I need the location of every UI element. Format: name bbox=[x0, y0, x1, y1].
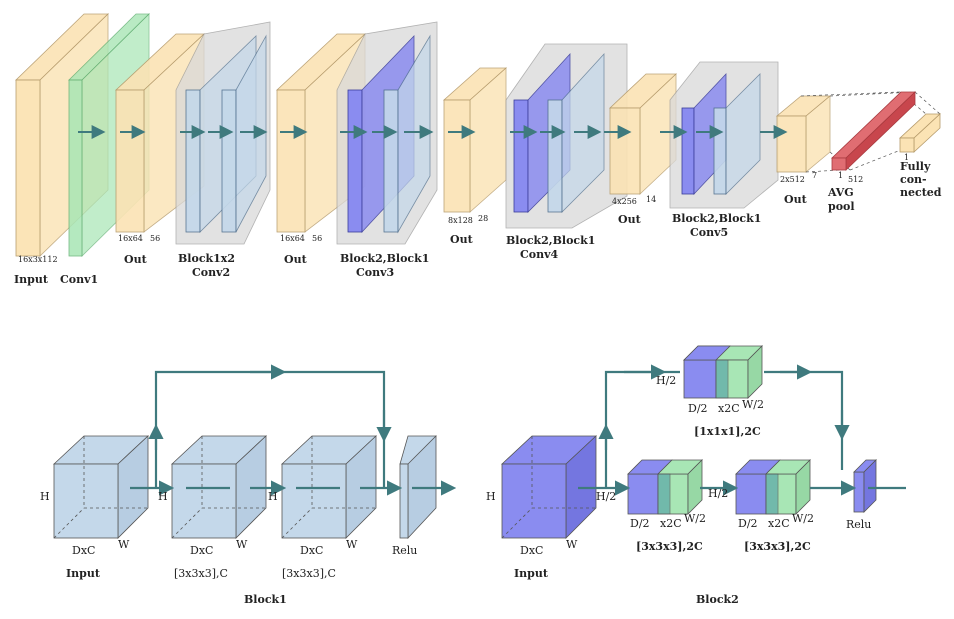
out3-label: Out bbox=[450, 233, 474, 246]
fc-label-a: Fully bbox=[900, 160, 931, 173]
block2-h2-label: H/2 bbox=[708, 487, 728, 500]
block1-h-label: H bbox=[40, 490, 50, 503]
conv2-label-b: Conv2 bbox=[192, 266, 230, 279]
out2-dim2-label: 56 bbox=[312, 234, 322, 243]
block1-diagram: H DxC W Input H DxC W [3x3x3],C H DxC W … bbox=[40, 364, 457, 606]
conv4-label-b: Conv4 bbox=[520, 248, 558, 261]
conv5-label-a: Block2,Block1 bbox=[672, 212, 761, 225]
out1-dim-label: 16x64 bbox=[118, 234, 143, 243]
out3-dim2-label: 28 bbox=[478, 214, 488, 223]
block2-x2c2-label: x2C bbox=[768, 517, 790, 530]
block2-w1-label: W/2 bbox=[684, 512, 706, 525]
block2-h1-label: H/2 bbox=[596, 490, 616, 503]
conv2-label-a: Block1x2 bbox=[178, 252, 235, 265]
block1-conv-a-label: [3x3x3],C bbox=[174, 567, 228, 580]
block2-input-cube bbox=[500, 435, 598, 539]
block2-w-label: W bbox=[566, 538, 578, 551]
conv5-block bbox=[669, 61, 779, 209]
block2-title: Block2 bbox=[696, 593, 739, 606]
block2-d1-label: D/2 bbox=[630, 517, 650, 530]
out2-dim-label: 16x64 bbox=[280, 234, 305, 243]
block1-dxc2-label: DxC bbox=[190, 544, 213, 557]
block2-top-h-label: H/2 bbox=[656, 374, 676, 387]
conv2-block bbox=[175, 21, 271, 245]
block2-diagram: H DxC W Input H/2 D/2 x2C W/2 [1x1x1],2C… bbox=[486, 345, 906, 606]
conv4-label-a: Block2,Block1 bbox=[506, 234, 595, 247]
out4-label: Out bbox=[618, 213, 642, 226]
block1-dxc3-label: DxC bbox=[300, 544, 323, 557]
avg-dim2-label: 512 bbox=[848, 175, 863, 184]
block2-relu-label: Relu bbox=[846, 518, 871, 531]
block1-relu-label: Relu bbox=[392, 544, 417, 557]
fc-box bbox=[898, 113, 942, 153]
input-label: Input bbox=[14, 273, 49, 286]
block1-h2-label: H bbox=[158, 490, 168, 503]
fc-label-b: con- bbox=[900, 173, 927, 186]
out4-box bbox=[608, 73, 678, 195]
out3-box bbox=[442, 67, 508, 213]
out4-dim2-label: 14 bbox=[646, 195, 656, 204]
conv3-label-a: Block2,Block1 bbox=[340, 252, 429, 265]
out5-label: Out bbox=[784, 193, 808, 206]
out5-dim-label: 2x512 bbox=[780, 175, 805, 184]
avg-pool-bar bbox=[831, 91, 916, 171]
block1-input-label: Input bbox=[66, 567, 101, 580]
top-pipeline: 16x3x112 Input Conv1 16x64 56 Out Block1… bbox=[14, 13, 942, 286]
block2-cube-2 bbox=[735, 459, 811, 515]
block2-top-w-label: W/2 bbox=[742, 398, 764, 411]
input-dim-label: 16x3x112 bbox=[18, 255, 58, 264]
block1-conv-b-label: [3x3x3],C bbox=[282, 567, 336, 580]
out5-dim2-label: 7 bbox=[812, 171, 817, 180]
out4-dim-label: 4x256 bbox=[612, 197, 637, 206]
avg-label-a: AVG bbox=[827, 186, 854, 199]
block2-w2-label: W/2 bbox=[792, 512, 814, 525]
block1-w-label: W bbox=[118, 538, 130, 551]
out2-label: Out bbox=[284, 253, 308, 266]
block2-cube-1 bbox=[627, 459, 703, 515]
block2-top-conv-label: [1x1x1],2C bbox=[694, 425, 761, 438]
block1-w2-label: W bbox=[236, 538, 248, 551]
conv3-label-b: Conv3 bbox=[356, 266, 394, 279]
conv4-block bbox=[505, 43, 628, 229]
avg-label-b: pool bbox=[828, 200, 855, 213]
out1-dim2-label: 56 bbox=[150, 234, 160, 243]
block2-top-x2c-label: x2C bbox=[718, 402, 740, 415]
block1-h3-label: H bbox=[268, 490, 278, 503]
block2-dxc-label: DxC bbox=[520, 544, 543, 557]
out3-dim-label: 8x128 bbox=[448, 216, 473, 225]
block1-dxc-label: DxC bbox=[72, 544, 95, 557]
out1-label: Out bbox=[124, 253, 148, 266]
block2-x2c1-label: x2C bbox=[660, 517, 682, 530]
block2-input-label: Input bbox=[514, 567, 549, 580]
avg-dim-label: 1 bbox=[838, 171, 843, 180]
block2-top-cube bbox=[683, 345, 763, 399]
block1-input-cube bbox=[52, 435, 150, 539]
block2-relu-slab bbox=[853, 459, 877, 513]
out5-box bbox=[775, 95, 832, 173]
conv1-label: Conv1 bbox=[60, 273, 98, 286]
block2-top-d-label: D/2 bbox=[688, 402, 708, 415]
block2-conv2-label: [3x3x3],2C bbox=[744, 540, 811, 553]
block2-arrows bbox=[578, 364, 906, 496]
block1-arrows bbox=[130, 364, 457, 496]
block2-h-label: H bbox=[486, 490, 496, 503]
fc-dim-label: 1 bbox=[904, 153, 909, 162]
block2-d2-label: D/2 bbox=[738, 517, 758, 530]
block2-conv1-label: [3x3x3],2C bbox=[636, 540, 703, 553]
block1-w3-label: W bbox=[346, 538, 358, 551]
block1-title: Block1 bbox=[244, 593, 287, 606]
block1-cube-2 bbox=[280, 435, 378, 539]
conv5-label-b: Conv5 bbox=[690, 226, 728, 239]
fc-label-c: nected bbox=[900, 186, 942, 199]
